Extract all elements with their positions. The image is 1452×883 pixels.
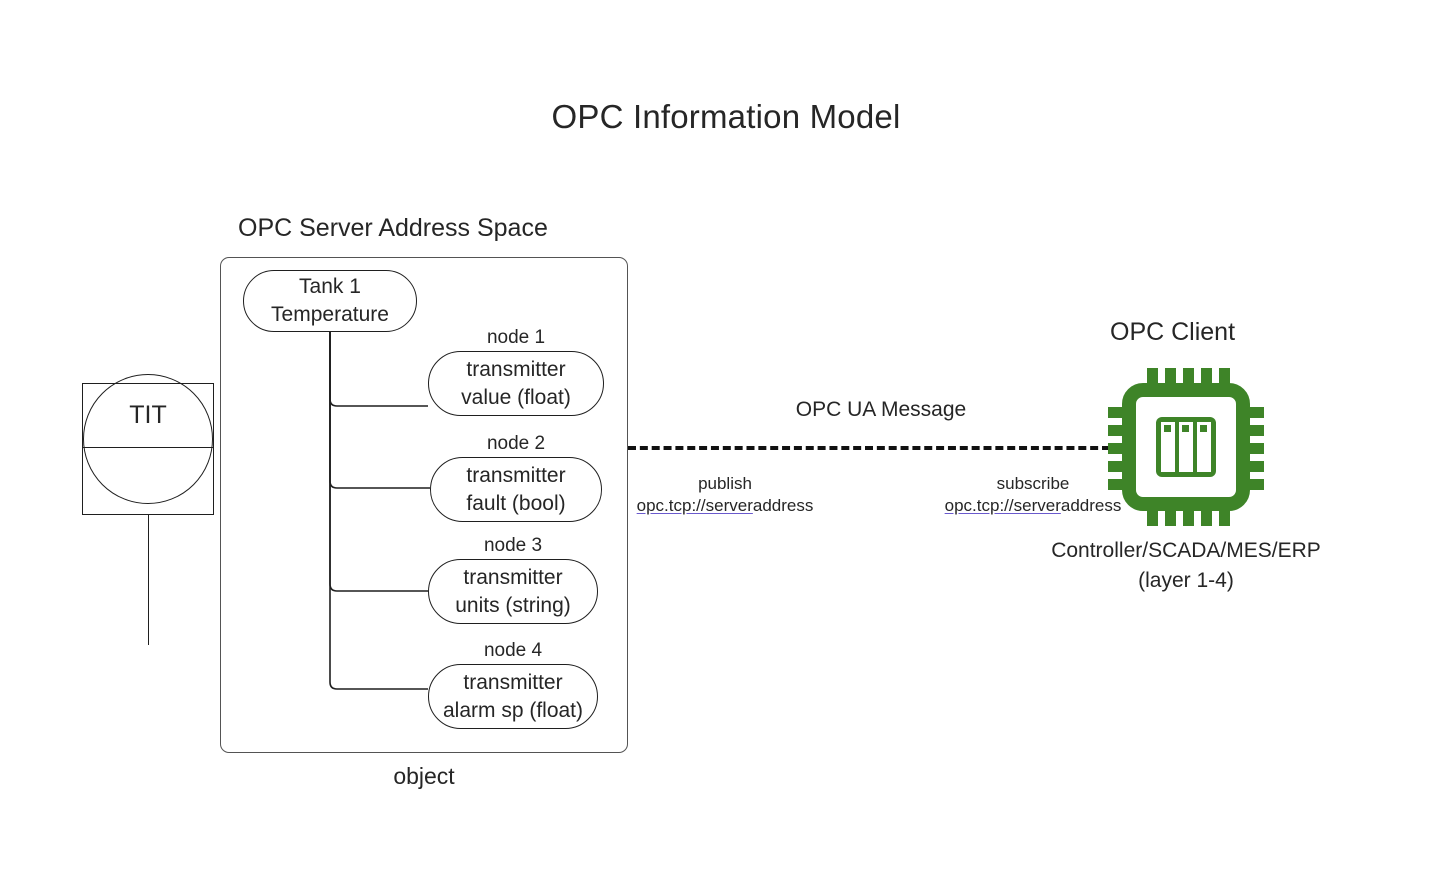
client-subtitle-line-2: (layer 1-4) bbox=[1138, 569, 1234, 592]
address-space-container bbox=[220, 257, 628, 753]
object-label: object bbox=[393, 763, 455, 789]
publish-action-label: publish bbox=[698, 474, 752, 493]
node-tank-1-temperature[interactable]: Tank 1 Temperature bbox=[243, 270, 417, 332]
subscribe-url-tail: address bbox=[1060, 496, 1122, 515]
node-2-caption: node 2 bbox=[486, 433, 546, 454]
node-3-line-2: units (string) bbox=[455, 593, 571, 617]
instrument-stem-line bbox=[148, 515, 149, 645]
cpu-chip-icon bbox=[1108, 368, 1264, 526]
tank-node-line-1: Tank 1 bbox=[299, 275, 361, 298]
node-1-line-2: value (float) bbox=[461, 385, 571, 409]
publish-endpoint: publish opc.tcp://serveraddress bbox=[600, 473, 850, 517]
tank-node-line-2: Temperature bbox=[271, 303, 389, 326]
node-1-line-1: transmitter bbox=[466, 357, 566, 381]
instrument-tag-label: TIT bbox=[129, 401, 167, 429]
node-4-line-2: alarm sp (float) bbox=[442, 698, 584, 722]
client-subtitle: Controller/SCADA/MES/ERP (layer 1-4) bbox=[1005, 536, 1367, 596]
publish-url-link[interactable]: opc.tcp://server bbox=[636, 496, 753, 515]
instrument-circle bbox=[83, 374, 213, 504]
node-4-transmitter-alarm-sp[interactable]: transmitter alarm sp (float) bbox=[428, 664, 598, 729]
subscribe-url-link[interactable]: opc.tcp://server bbox=[944, 496, 1061, 515]
instrument-bubble-icon: TIT bbox=[82, 374, 214, 515]
opc-ua-message-dashed-line bbox=[628, 446, 1110, 450]
client-subtitle-line-1: Controller/SCADA/MES/ERP bbox=[1051, 539, 1321, 562]
node-4-caption: node 4 bbox=[483, 640, 543, 661]
node-3-line-1: transmitter bbox=[463, 565, 563, 589]
subscribe-endpoint-url[interactable]: opc.tcp://serveraddress bbox=[908, 495, 1158, 517]
page-title: OPC Information Model bbox=[551, 98, 901, 135]
subscribe-action-label: subscribe bbox=[996, 474, 1070, 493]
node-4-line-1: transmitter bbox=[463, 670, 563, 694]
instrument-divider bbox=[82, 447, 214, 448]
publish-endpoint-url[interactable]: opc.tcp://serveraddress bbox=[600, 495, 850, 517]
node-3-caption: node 3 bbox=[483, 535, 543, 556]
node-2-transmitter-fault[interactable]: transmitter fault (bool) bbox=[430, 457, 602, 522]
publish-url-tail: address bbox=[752, 496, 814, 515]
node-1-caption: node 1 bbox=[486, 327, 546, 348]
node-1-transmitter-value[interactable]: transmitter value (float) bbox=[428, 351, 604, 416]
opc-client-label: OPC Client bbox=[1110, 318, 1236, 346]
node-3-transmitter-units[interactable]: transmitter units (string) bbox=[428, 559, 598, 624]
server-address-space-label: OPC Server Address Space bbox=[238, 214, 548, 242]
opc-ua-message-label: OPC UA Message bbox=[795, 398, 967, 421]
node-2-line-2: fault (bool) bbox=[466, 491, 566, 515]
subscribe-endpoint: subscribe opc.tcp://serveraddress bbox=[908, 473, 1158, 517]
node-2-line-1: transmitter bbox=[466, 463, 566, 487]
